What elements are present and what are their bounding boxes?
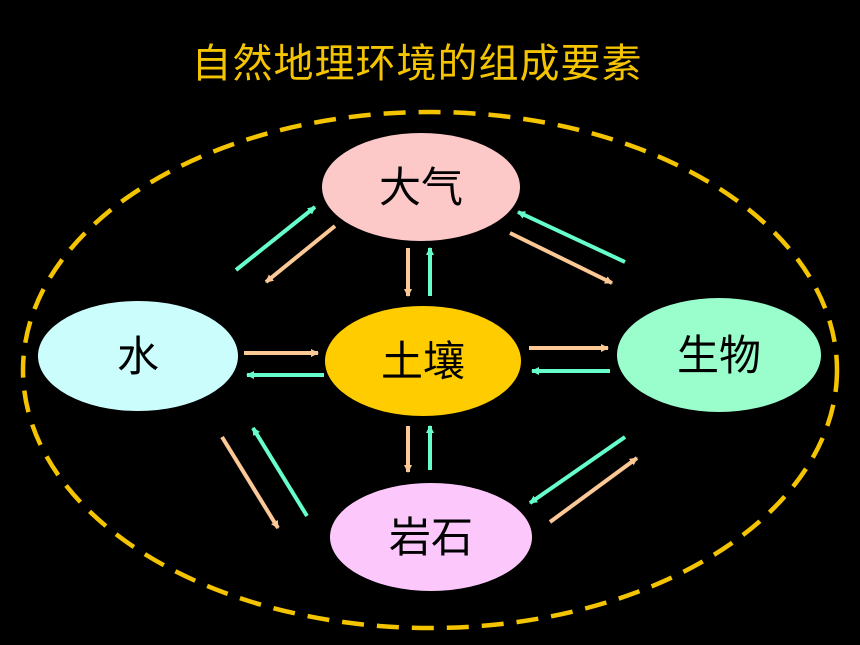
diagram-title: 自然地理环境的组成要素 <box>191 41 643 87</box>
arrow-biology-to-atmosphere <box>517 210 626 264</box>
node-atmosphere: 大气 <box>322 133 520 241</box>
node-water-label: 水 <box>117 332 159 381</box>
arrow-water-to-atmosphere <box>234 205 317 272</box>
environment-boundary <box>20 109 840 631</box>
arrow-rock-to-biology <box>548 456 639 524</box>
node-biology: 生物 <box>617 298 821 412</box>
node-water: 水 <box>38 301 238 411</box>
arrow-rock-to-water <box>251 426 309 518</box>
node-soil-label: 土壤 <box>381 337 465 386</box>
arrow-atmosphere-to-biology <box>509 231 613 285</box>
arrow-water-to-rock <box>220 435 280 530</box>
node-atmosphere-label: 大气 <box>379 163 463 212</box>
node-biology-label: 生物 <box>677 331 761 380</box>
arrow-biology-to-rock <box>528 435 627 505</box>
node-soil: 土壤 <box>325 306 521 416</box>
arrow-atmosphere-to-water <box>264 224 337 284</box>
node-rock-label: 岩石 <box>389 513 473 562</box>
node-rock: 岩石 <box>330 483 532 591</box>
